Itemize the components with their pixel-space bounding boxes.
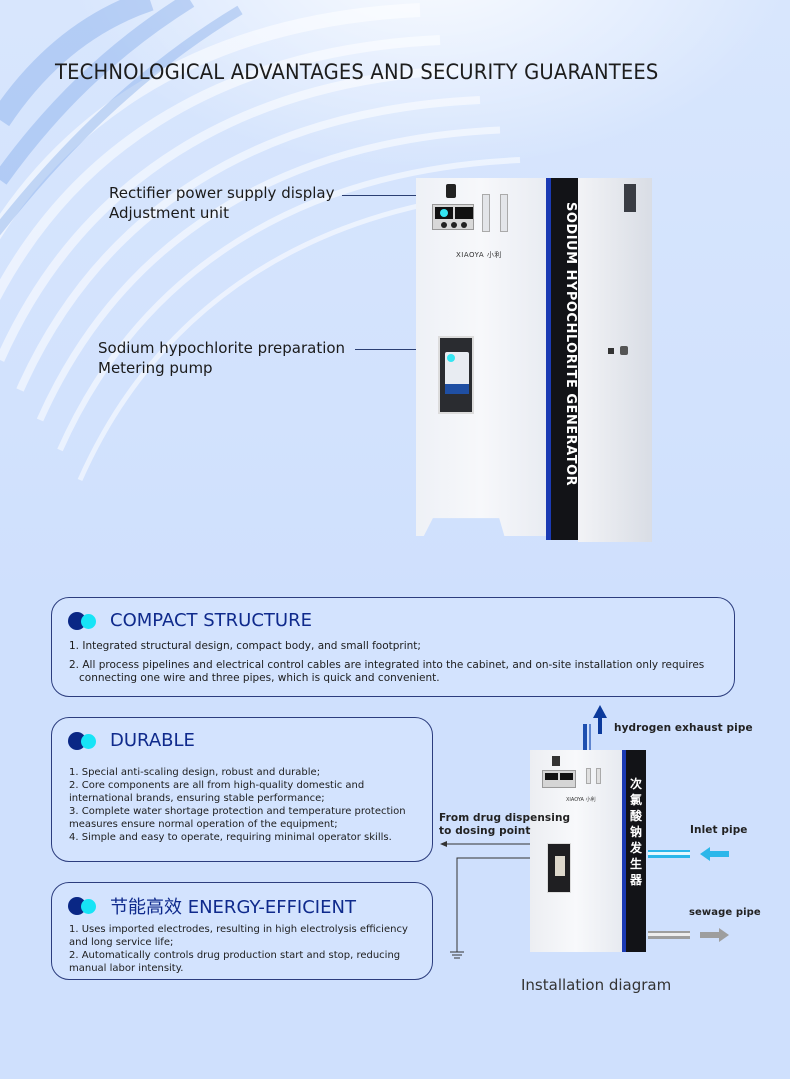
brand-label: XIAOYA 小利 xyxy=(456,251,502,259)
product-image: XIAOYA 小利 SODIUM HYPOCHLORITE GENERATOR xyxy=(416,178,656,544)
callout-metering-pump: Sodium hypochlorite preparation Metering… xyxy=(98,338,345,378)
feature-item: 1. Special anti-scaling design, robust a… xyxy=(69,767,321,778)
feature-item: 2. Core components are all from high-qua… xyxy=(69,780,365,791)
label-dosing-line2: to dosing point xyxy=(439,825,531,837)
bullet-dots-icon xyxy=(68,897,100,915)
feature-item: and long service life; xyxy=(69,937,174,948)
sewage-arrow-icon xyxy=(700,928,729,942)
callout-rectifier-line2: Adjustment unit xyxy=(109,204,229,222)
mini-stripe-text: 次氯酸钠发生器 xyxy=(629,777,642,887)
highlight-dot xyxy=(447,354,455,362)
feature-item: 2. All process pipelines and electrical … xyxy=(69,659,705,671)
callout-pump-line1: Sodium hypochlorite preparation xyxy=(98,339,346,357)
label-hydrogen-exhaust: hydrogen exhaust pipe xyxy=(614,722,753,734)
feature-item: connecting one wire and three pipes, whi… xyxy=(79,672,440,684)
feature-body: 1. Integrated structural design, compact… xyxy=(69,640,704,685)
bullet-dots-icon xyxy=(68,611,100,630)
power-switch xyxy=(446,184,456,198)
mini-brand: XIAOYA 小利 xyxy=(566,797,596,803)
callout-rectifier-line1: Rectifier power supply display xyxy=(109,184,335,202)
feature-item: 4. Simple and easy to operate, requiring… xyxy=(69,832,392,843)
diagram-machine: XIAOYA 小利 次氯酸钠发生器 xyxy=(530,750,648,952)
feature-item: 1. Uses imported electrodes, resulting i… xyxy=(69,924,408,935)
product-stripe: SODIUM HYPOCHLORITE GENERATOR xyxy=(546,178,578,540)
feature-body: 1. Special anti-scaling design, robust a… xyxy=(69,766,406,844)
feature-item: manual labor intensity. xyxy=(69,963,184,974)
feature-item: 3. Complete water shortage protection an… xyxy=(69,806,406,817)
cabinet-front: XIAOYA 小利 xyxy=(416,178,546,536)
diagram-pipes xyxy=(440,705,729,959)
up-arrow-icon xyxy=(593,705,607,734)
callout-pump-line2: Metering pump xyxy=(98,359,213,377)
hero-background xyxy=(0,0,790,600)
left-arrow-icon xyxy=(440,841,447,847)
feature-title: 节能高效 ENERGY-EFFICIENT xyxy=(110,897,356,918)
label-sewage-pipe: sewage pipe xyxy=(689,907,761,918)
feature-card-durable: DURABLE 1. Special anti-scaling design, … xyxy=(51,717,433,862)
feature-item: 1. Integrated structural design, compact… xyxy=(69,640,421,652)
metering-pump-window xyxy=(438,336,474,414)
highlight-dot xyxy=(440,209,448,217)
cabinet-side xyxy=(578,178,652,542)
flowmeter xyxy=(500,194,508,232)
feature-card-energy: 节能高效 ENERGY-EFFICIENT 1. Uses imported e… xyxy=(51,882,433,980)
feature-body: 1. Uses imported electrodes, resulting i… xyxy=(69,923,408,975)
page-title: TECHNOLOGICAL ADVANTAGES AND SECURITY GU… xyxy=(55,60,659,84)
label-inlet-pipe: Inlet pipe xyxy=(690,824,748,836)
product-stripe-text: SODIUM HYPOCHLORITE GENERATOR xyxy=(563,202,578,487)
flowmeter xyxy=(482,194,490,232)
bullet-dots-icon xyxy=(68,731,100,750)
label-dosing-line1: From drug dispensing xyxy=(439,812,571,824)
callout-rectifier-leader xyxy=(342,195,432,196)
callout-rectifier: Rectifier power supply display Adjustmen… xyxy=(109,183,334,223)
feature-item: measures ensure normal operation of the … xyxy=(69,819,338,830)
diagram-caption: Installation diagram xyxy=(521,976,672,994)
callout-pump-leader xyxy=(355,349,445,350)
feature-card-compact: COMPACT STRUCTURE 1. Integrated structur… xyxy=(51,597,735,697)
feature-item: international brands, ensuring stable pe… xyxy=(69,793,325,804)
mini-pump-window xyxy=(547,843,571,893)
feature-item: 2. Automatically controls drug productio… xyxy=(69,950,401,961)
feature-title: DURABLE xyxy=(110,730,195,751)
inlet-arrow-icon xyxy=(700,847,729,861)
decorative-swirl xyxy=(0,0,541,482)
feature-title: COMPACT STRUCTURE xyxy=(110,610,312,631)
rectifier-panel xyxy=(432,204,474,230)
